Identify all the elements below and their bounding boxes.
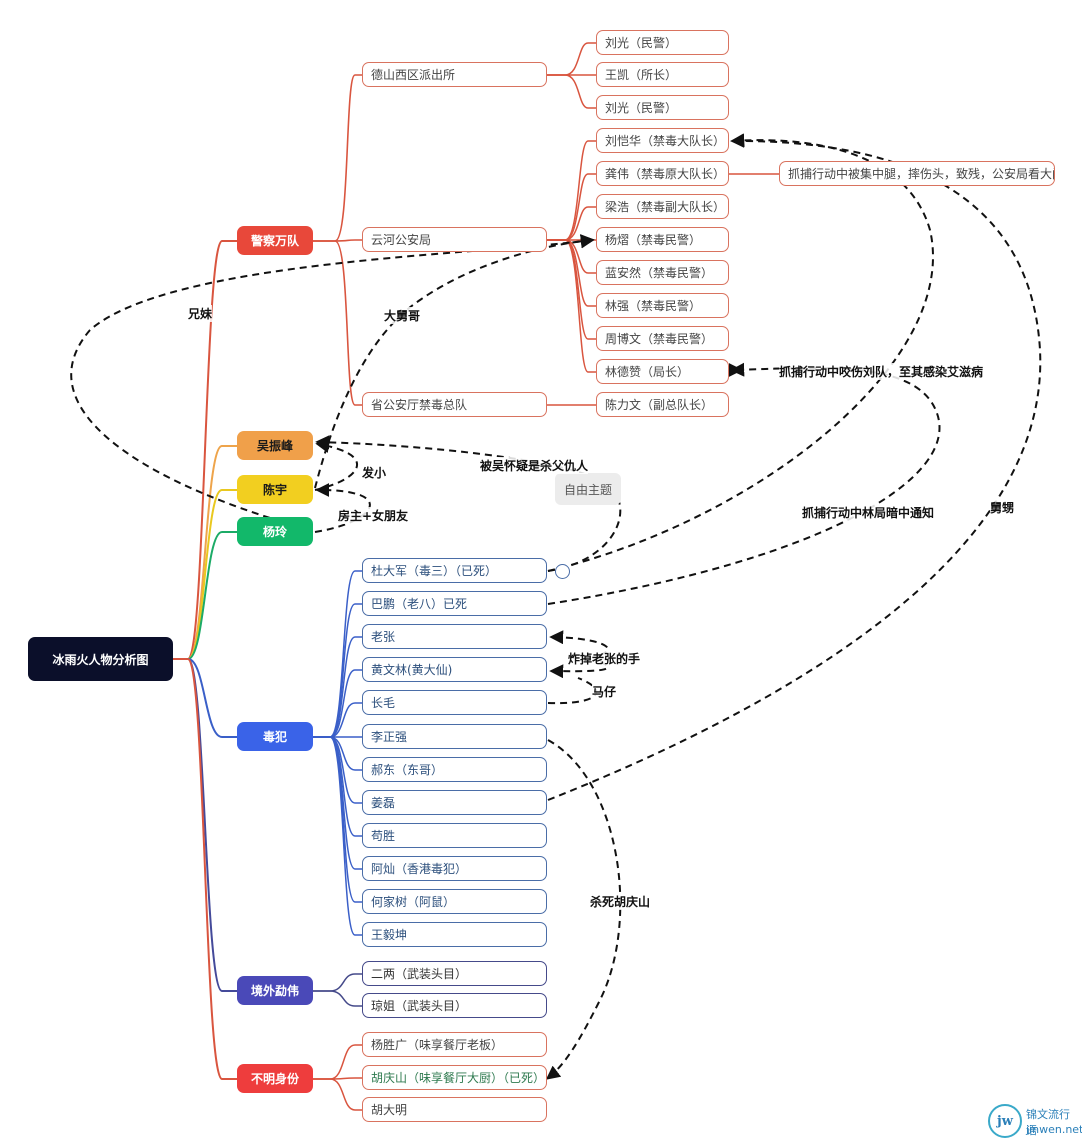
branch-yunhe-6 — [547, 239, 596, 340]
branch-unknown-0 — [313, 1044, 362, 1080]
relation-siblings-curve — [70, 234, 595, 519]
dealer-bapeng[interactable]: 巴鹏（老八）已死 — [362, 591, 547, 616]
free-topic[interactable]: 自由主题 — [555, 473, 621, 505]
relation-in-law: 舅甥 — [990, 499, 1015, 516]
relation-inlaw-curve — [547, 133, 1042, 801]
member-wangkai[interactable]: 王凯（所长） — [596, 62, 729, 87]
category-drug-dealers[interactable]: 毒犯 — [237, 722, 313, 751]
member-zhoubowen[interactable]: 周博文（禁毒民警） — [596, 326, 729, 351]
branch-foreign-0 — [313, 973, 362, 992]
member-liuguang-2[interactable]: 刘光（民警） — [596, 95, 729, 120]
relation-bite: 抓捕行动中咬伤刘队，至其感染艾滋病 — [779, 363, 984, 380]
branch-drug-2 — [313, 636, 362, 738]
branch-deshan-0 — [547, 42, 596, 76]
member-yangyi[interactable]: 杨熠（禁毒民警） — [596, 227, 729, 252]
dealer-laozhang[interactable]: 老张 — [362, 624, 547, 649]
category-wu-zhenfeng[interactable]: 吴振峰 — [237, 431, 313, 460]
relation-kill-curve — [545, 739, 622, 1080]
relation-landlord-curve — [314, 483, 371, 533]
category-yang-ling[interactable]: 杨玲 — [237, 517, 313, 546]
branch-yunhe-0 — [547, 140, 596, 241]
relation-kill: 杀死胡庆山 — [590, 893, 651, 910]
member-linqiang[interactable]: 林强（禁毒民警） — [596, 293, 729, 318]
dealer-haodong[interactable]: 郝东（东哥） — [362, 757, 547, 782]
branch-police-2 — [313, 240, 362, 406]
add-child-button[interactable] — [555, 564, 570, 579]
relation-notify-curve — [547, 362, 941, 605]
member-lananran[interactable]: 蓝安然（禁毒民警） — [596, 260, 729, 285]
branch-drug-0 — [313, 570, 362, 738]
dealer-gousheng[interactable]: 苟胜 — [362, 823, 547, 848]
relation-suspect: 被吴怀疑是杀父仇人 — [480, 457, 589, 474]
relation-uncle: 大舅哥 — [384, 307, 421, 324]
root-node[interactable]: 冰雨火人物分析图 — [28, 637, 173, 681]
relation-notify: 抓捕行动中林局暗中通知 — [802, 504, 935, 521]
relation-hand: 炸掉老张的手 — [568, 650, 641, 667]
gongwei-note[interactable]: 抓捕行动中被集中腿，摔伤头，致残，公安局看大门 — [779, 161, 1055, 186]
branch-unknown-2 — [313, 1078, 362, 1111]
unknown-hudaming[interactable]: 胡大明 — [362, 1097, 547, 1122]
category-police[interactable]: 警察万队 — [237, 226, 313, 255]
unit-yunhe[interactable]: 云河公安局 — [362, 227, 547, 252]
unknown-yangshengguang[interactable]: 杨胜广（味享餐厅老板） — [362, 1032, 547, 1057]
member-gongwei[interactable]: 龚伟（禁毒原大队长） — [596, 161, 729, 186]
foreign-erliang[interactable]: 二两（武装头目） — [362, 961, 547, 986]
dealer-changmao[interactable]: 长毛 — [362, 690, 547, 715]
relation-faxiao-curve — [314, 439, 358, 491]
branch-foreign-1 — [313, 990, 362, 1007]
unit-deshan[interactable]: 德山西区派出所 — [362, 62, 547, 87]
relation-horse-curve — [547, 677, 598, 705]
watermark-url: jinwen.net — [1026, 1123, 1082, 1136]
watermark: jw 锦文流行语 jinwen.net — [988, 1104, 1082, 1144]
relation-siblings: 兄妹 — [188, 305, 213, 322]
relation-horse: 马仔 — [592, 683, 617, 700]
relation-fa-xiao: 发小 — [362, 464, 387, 481]
branch-root-6 — [173, 658, 237, 1080]
relation-landlord: 房主+女朋友 — [338, 507, 409, 524]
category-foreign[interactable]: 境外勐伟 — [237, 976, 313, 1005]
unknown-huqingshan[interactable]: 胡庆山（味享餐厅大厨）（已死） — [362, 1065, 547, 1090]
unit-province[interactable]: 省公安厅禁毒总队 — [362, 392, 547, 417]
foreign-qiongjie[interactable]: 琼姐（武装头目） — [362, 993, 547, 1018]
branch-deshan-2 — [547, 74, 596, 109]
branch-root-1 — [173, 445, 237, 660]
branch-root-4 — [173, 658, 237, 738]
branch-drug-11 — [313, 736, 362, 936]
member-lindezan[interactable]: 林德赞（局长） — [596, 359, 729, 384]
relation-liukaihua-curve — [547, 133, 934, 572]
dealer-lizhengqiang[interactable]: 李正强 — [362, 724, 547, 749]
branch-root-2 — [173, 489, 237, 660]
branch-root-0 — [173, 240, 237, 660]
dealer-acan[interactable]: 阿灿（香港毒犯） — [362, 856, 547, 881]
dealer-jianglei[interactable]: 姜磊 — [362, 790, 547, 815]
branch-root-5 — [173, 658, 237, 992]
dealer-dudajun[interactable]: 杜大军（毒三）（已死） — [362, 558, 547, 583]
watermark-logo-icon: jw — [988, 1104, 1022, 1138]
category-unknown[interactable]: 不明身份 — [237, 1064, 313, 1093]
watermark-name: 锦文流行语 — [1026, 1108, 1070, 1137]
member-liukaihua[interactable]: 刘恺华（禁毒大队长） — [596, 128, 729, 153]
relation-uncle-curve — [314, 234, 595, 489]
dealer-hejiashu[interactable]: 何家树（阿鼠） — [362, 889, 547, 914]
member-chenliwen[interactable]: 陈力文（副总队长） — [596, 392, 729, 417]
category-chen-yu[interactable]: 陈宇 — [237, 475, 313, 504]
dealer-wangyikun[interactable]: 王毅坤 — [362, 922, 547, 947]
member-lianghao[interactable]: 梁浩（禁毒副大队长） — [596, 194, 729, 219]
branch-police-0 — [313, 74, 362, 242]
member-liuguang-1[interactable]: 刘光（民警） — [596, 30, 729, 55]
dealer-huangwenlin[interactable]: 黄文林(黄大仙) — [362, 657, 547, 682]
branch-root-3 — [173, 531, 237, 660]
